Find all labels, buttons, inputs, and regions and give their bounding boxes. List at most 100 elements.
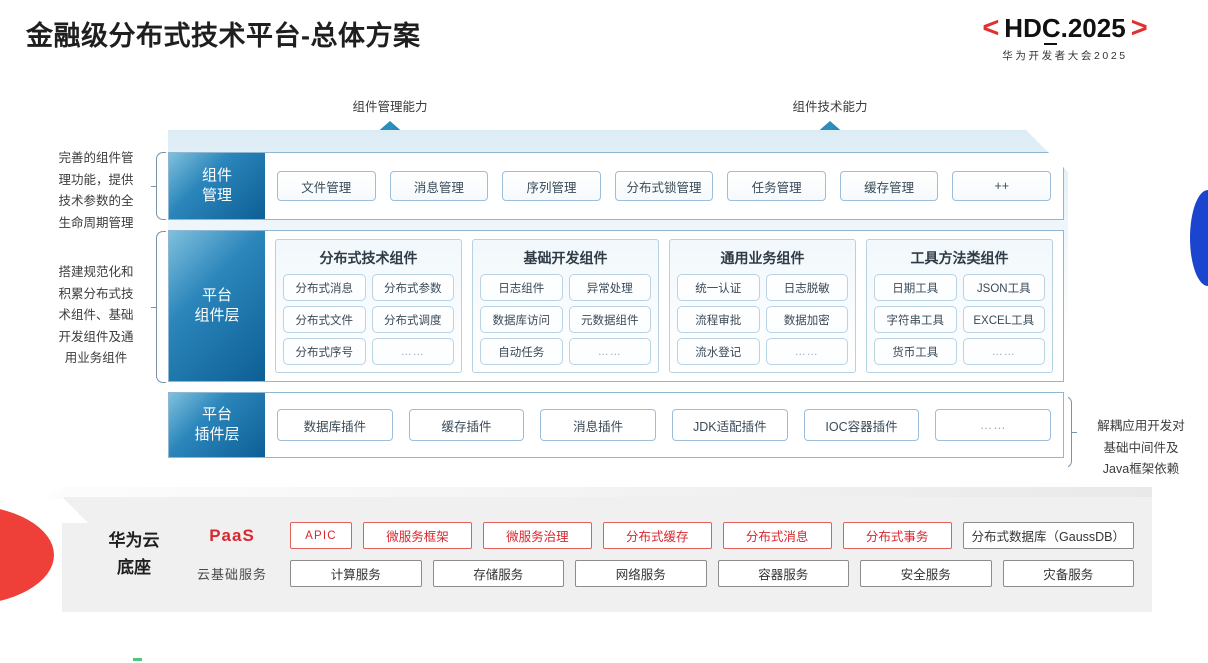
logo-bracket-left-icon: < <box>982 12 1000 44</box>
chip-task-management[interactable]: 任务管理 <box>727 171 826 201</box>
paas-item-microservice-framework[interactable]: 微服务框架 <box>363 522 472 549</box>
cloud-item-container[interactable]: 容器服务 <box>717 560 849 587</box>
plug-jdk-adapter[interactable]: JDK适配插件 <box>672 409 788 441</box>
base-title-line: 底座 <box>117 557 151 577</box>
callout-label: 组件技术能力 <box>792 100 868 114</box>
base-bevel-shadow <box>44 487 1152 499</box>
paas-item-distributed-message[interactable]: 分布式消息 <box>722 522 832 549</box>
cell-item[interactable]: 日志脱敏 <box>765 274 848 301</box>
note-line: 生命周期管理 <box>58 215 134 230</box>
cloud-item-disaster-recovery[interactable]: 灾备服务 <box>1002 560 1134 587</box>
group-grid: 日志组件 异常处理 数据库访问 元数据组件 自动任务 …… <box>480 274 651 365</box>
architecture-diagram: 组件 管理 文件管理 消息管理 序列管理 分布式锁管理 任务管理 缓存管理 ++… <box>168 130 1068 478</box>
cell-item[interactable]: 元数据组件 <box>568 306 651 333</box>
note-line: 理功能，提供 <box>58 172 134 187</box>
group-grid: 日期工具 JSON工具 字符串工具 EXCEL工具 货币工具 …… <box>874 274 1045 365</box>
row-label-platform-plugin-layer: 平台 插件层 <box>169 393 265 457</box>
plug-database[interactable]: 数据库插件 <box>277 409 393 441</box>
chip-cache-management[interactable]: 缓存管理 <box>839 171 939 201</box>
bracket-component <box>151 231 166 383</box>
cell-item[interactable]: 分布式调度 <box>371 306 454 333</box>
row-body: 分布式技术组件 分布式消息 分布式参数 分布式文件 分布式调度 分布式序号 ……… <box>265 231 1063 381</box>
chip-file-management[interactable]: 文件管理 <box>277 171 376 201</box>
base-title: 华为云 底座 <box>82 528 186 581</box>
cloud-item-compute[interactable]: 计算服务 <box>290 560 422 587</box>
note-right-decoupling: 解耦应用开发对 基础中间件及 Java框架依赖 <box>1078 416 1204 481</box>
note-line: Java框架依赖 <box>1102 462 1180 476</box>
cell-item[interactable]: 自动任务 <box>480 338 563 365</box>
cloud-item-security[interactable]: 安全服务 <box>860 560 992 587</box>
note-left-component: 搭建规范化和 积累分布式技 术组件、基础 开发组件及通 用业务组件 <box>36 262 156 370</box>
cell-item[interactable]: 异常处理 <box>568 274 651 301</box>
chip-message-management[interactable]: 消息管理 <box>389 171 489 201</box>
row-label-line: 管理 <box>201 187 232 204</box>
cloud-services-label: 云基础服务 <box>196 567 267 582</box>
note-line: 完善的组件管 <box>58 151 134 165</box>
note-line: 用业务组件 <box>64 351 128 365</box>
cell-item[interactable]: JSON工具 <box>962 274 1045 301</box>
cloud-item-storage[interactable]: 存储服务 <box>432 560 564 587</box>
paas-item-apic[interactable]: APIC <box>290 522 352 549</box>
huawei-cloud-base-panel: 华为云 底座 PaaS APIC 微服务框架 微服务治理 分布式缓存 分布式消息… <box>62 497 1152 612</box>
row-label-line: 平台 <box>201 286 232 304</box>
paas-item-distributed-cache[interactable]: 分布式缓存 <box>602 522 712 549</box>
note-line: 开发组件及通 <box>58 329 134 344</box>
group-title: 分布式技术组件 <box>319 250 418 266</box>
hdc-logo: < HDC.2025 > 华为开发者大会2025 <box>940 12 1190 63</box>
note-line: 术组件、基础 <box>58 308 134 322</box>
cell-item[interactable]: 流程审批 <box>677 306 760 333</box>
green-tick-decoration <box>133 658 142 661</box>
cell-item[interactable]: 分布式消息 <box>283 274 366 301</box>
chip-distributed-lock-management[interactable]: 分布式锁管理 <box>614 171 714 201</box>
cell-item[interactable]: 数据库访问 <box>480 306 563 333</box>
paas-item-distributed-database[interactable]: 分布式数据库（GaussDB） <box>962 522 1135 549</box>
base-title-line: 华为云 <box>108 531 160 551</box>
row-label-line: 组件 <box>201 166 232 184</box>
cell-item[interactable]: 数据加密 <box>765 306 848 333</box>
cell-item[interactable]: 流水登记 <box>677 338 760 365</box>
row-body: 文件管理 消息管理 序列管理 分布式锁管理 任务管理 缓存管理 ++ <box>265 153 1063 219</box>
row-platform-component-layer: 平台 组件层 分布式技术组件 分布式消息 分布式参数 分布式文件 分布式调度 分… <box>168 230 1064 382</box>
cell-item[interactable]: 字符串工具 <box>874 306 957 333</box>
cell-item[interactable]: 分布式参数 <box>371 274 454 301</box>
plug-message[interactable]: 消息插件 <box>540 409 657 441</box>
callout-label: 组件管理能力 <box>352 100 428 114</box>
note-left-management: 完善的组件管 理功能，提供 技术参数的全 生命周期管理 <box>36 148 156 234</box>
cell-item[interactable]: 分布式序号 <box>283 338 366 365</box>
page-title: 金融级分布式技术平台-总体方案 <box>26 21 421 51</box>
paas-item-microservice-governance[interactable]: 微服务治理 <box>482 522 592 549</box>
logo-subtitle: 华为开发者大会2025 <box>1002 50 1128 62</box>
group-basic-development-components: 基础开发组件 日志组件 异常处理 数据库访问 元数据组件 自动任务 …… <box>472 239 659 373</box>
cell-more[interactable]: …… <box>962 338 1045 365</box>
plug-ioc-container[interactable]: IOC容器插件 <box>803 409 920 441</box>
group-title: 通用业务组件 <box>720 250 805 266</box>
logo-text: HDC.2025 <box>1004 13 1126 45</box>
blue-arc-decoration <box>1190 190 1208 286</box>
plug-cache[interactable]: 缓存插件 <box>408 409 525 441</box>
cell-more[interactable]: …… <box>765 338 848 365</box>
plug-more[interactable]: …… <box>935 409 1052 441</box>
cell-item[interactable]: 日志组件 <box>480 274 563 301</box>
cell-item[interactable]: 统一认证 <box>677 274 760 301</box>
cell-more[interactable]: …… <box>371 338 454 365</box>
group-grid: 统一认证 日志脱敏 流程审批 数据加密 流水登记 …… <box>677 274 848 365</box>
row-label-component-management: 组件 管理 <box>169 153 265 219</box>
chip-sequence-management[interactable]: 序列管理 <box>502 171 601 201</box>
cell-more[interactable]: …… <box>568 338 651 365</box>
cell-item[interactable]: EXCEL工具 <box>962 306 1045 333</box>
group-title: 基础开发组件 <box>523 250 608 266</box>
cell-item[interactable]: 日期工具 <box>874 274 957 301</box>
note-line: 技术参数的全 <box>58 194 134 208</box>
cell-item[interactable]: 分布式文件 <box>283 306 366 333</box>
cell-item[interactable]: 货币工具 <box>874 338 957 365</box>
group-title: 工具方法类组件 <box>910 250 1009 266</box>
row-label-line: 组件层 <box>194 307 240 324</box>
row-label-line: 平台 <box>201 405 232 423</box>
row-platform-plugin-layer: 平台 插件层 数据库插件 缓存插件 消息插件 JDK适配插件 IOC容器插件 …… <box>168 392 1064 458</box>
chip-more[interactable]: ++ <box>952 171 1052 201</box>
cloud-item-network[interactable]: 网络服务 <box>575 560 707 587</box>
note-line: 基础中间件及 <box>1103 440 1179 455</box>
bracket-management <box>151 152 166 220</box>
paas-item-distributed-transaction[interactable]: 分布式事务 <box>842 522 952 549</box>
